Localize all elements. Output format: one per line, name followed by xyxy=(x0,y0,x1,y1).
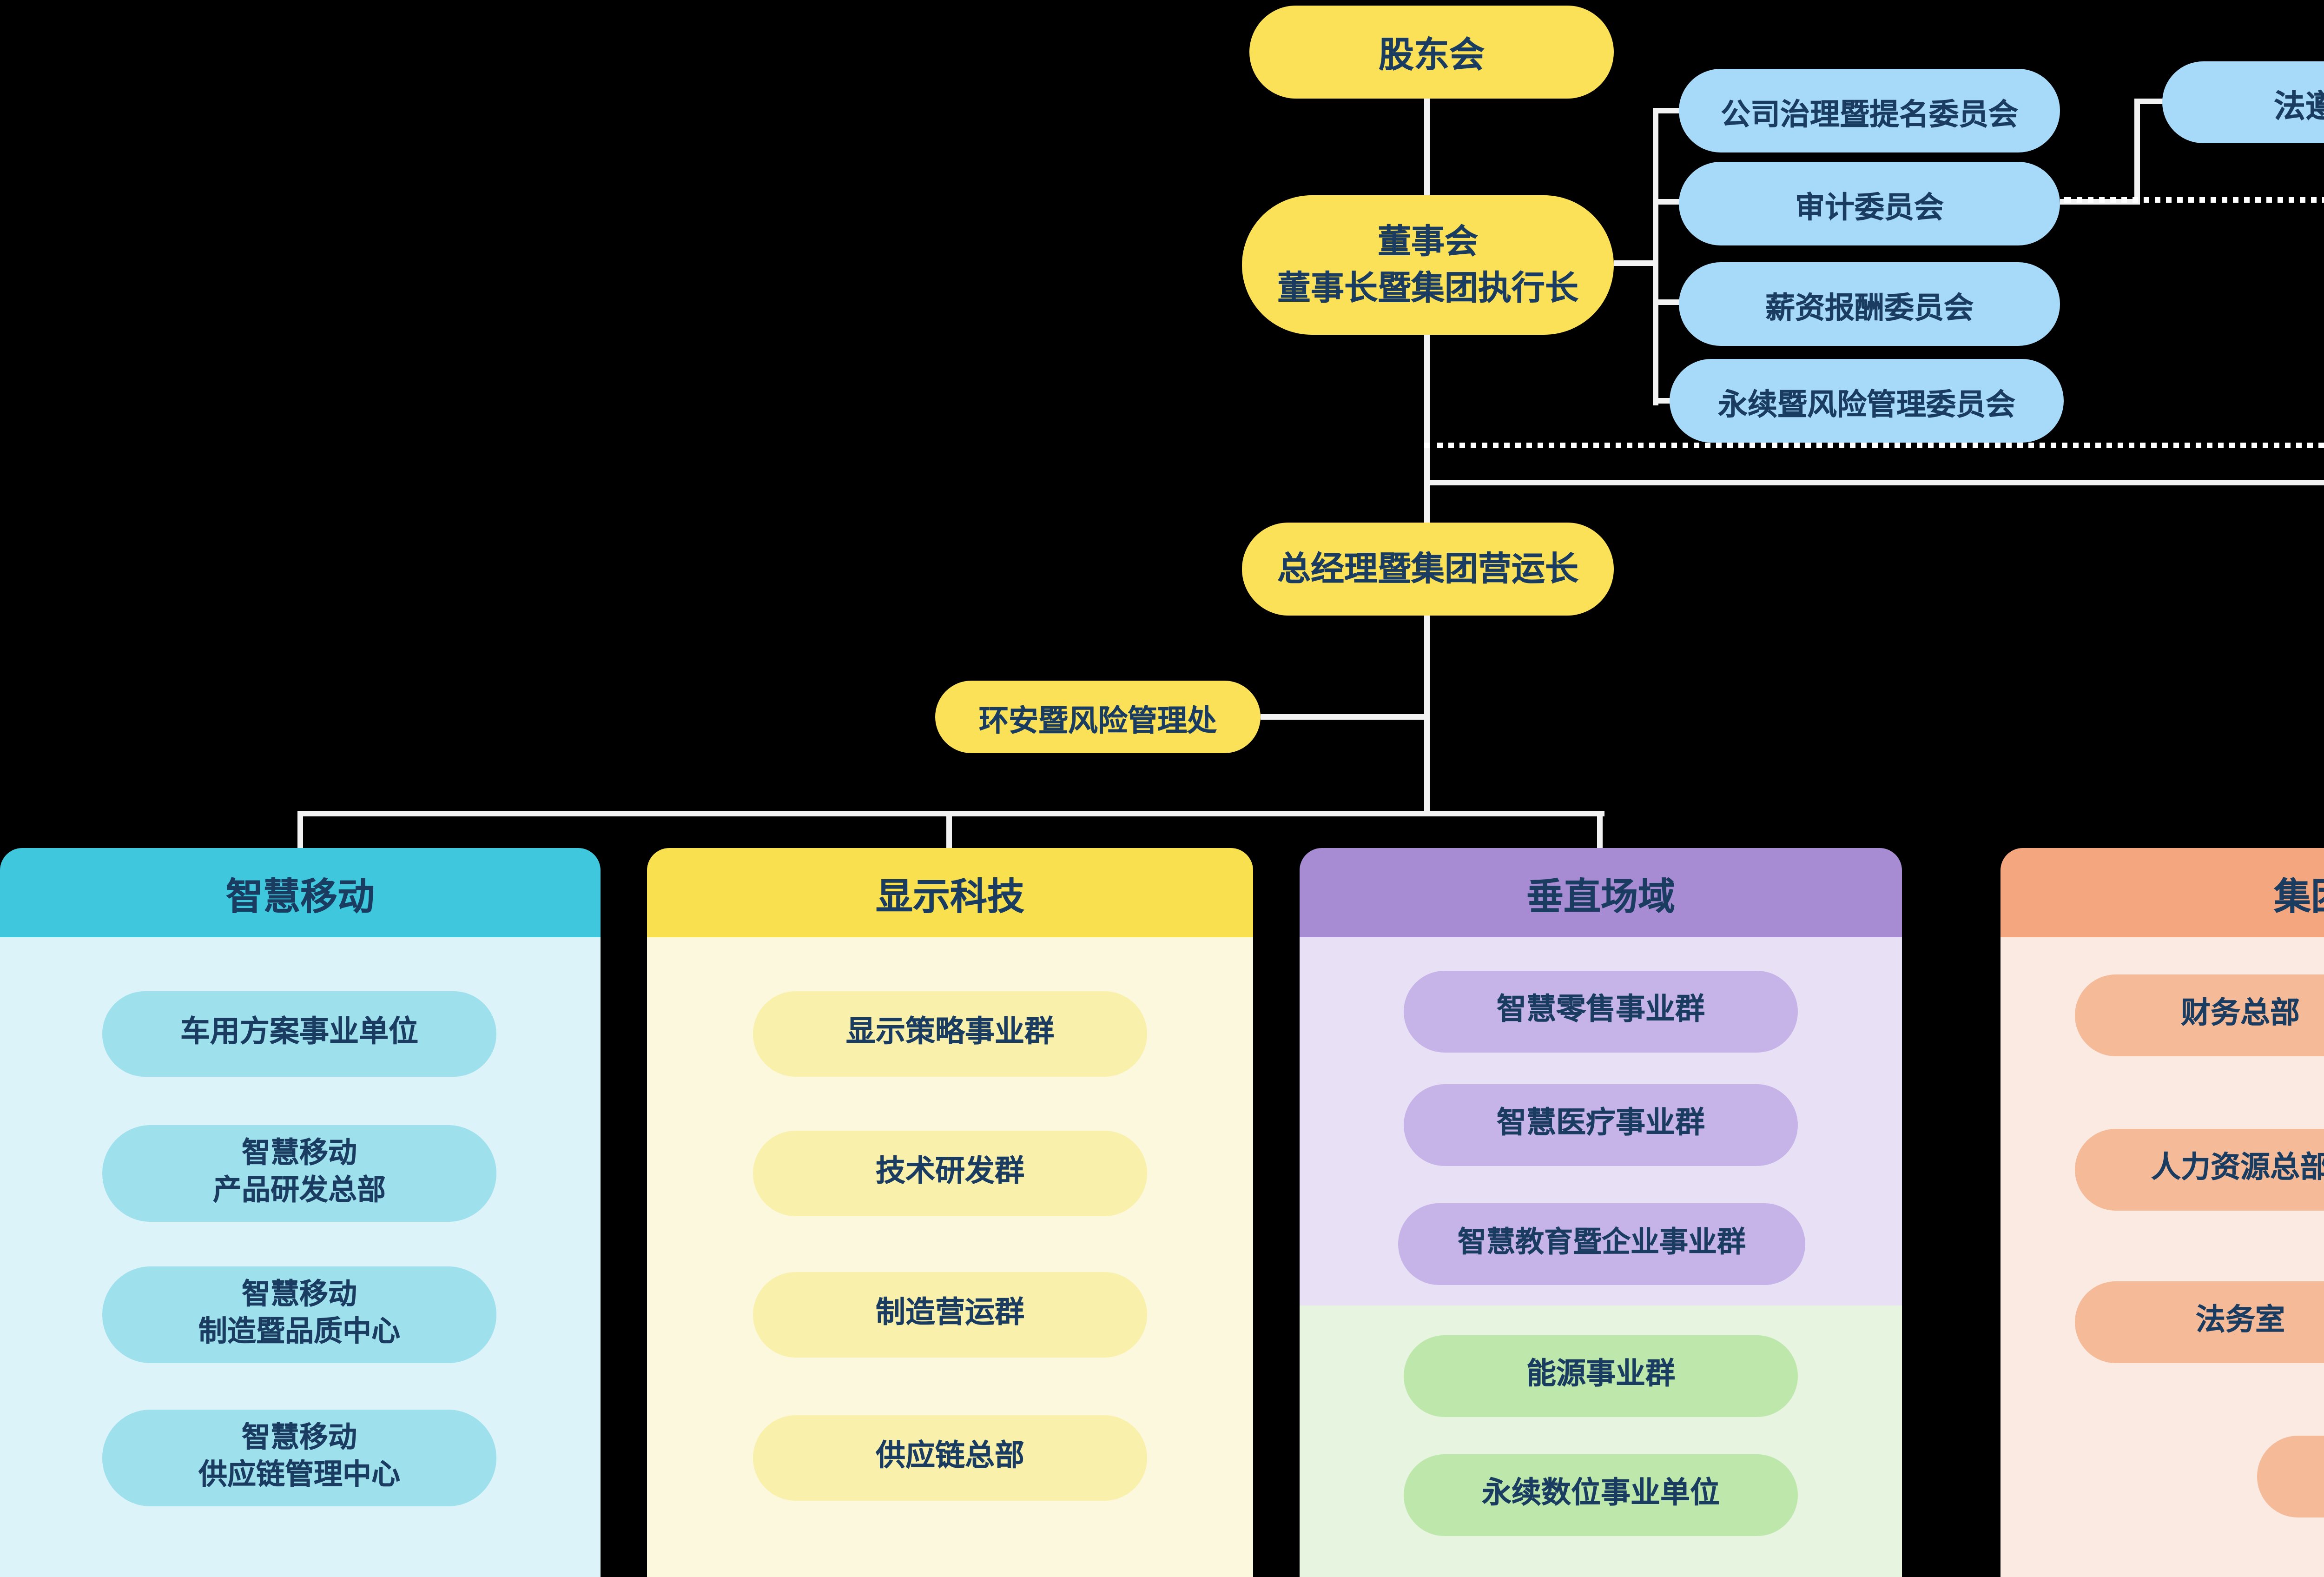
unit-mobility-supply-chain: 智慧移动 供应链管理中心 xyxy=(102,1410,496,1506)
connector-committees-spine xyxy=(1653,108,1658,405)
connector-president-distributor xyxy=(1424,616,1430,813)
panel-vertical-domains-title: 垂直场域 xyxy=(1300,848,1902,937)
connector-compliance-vertical xyxy=(2134,100,2140,205)
node-committee-governance-nomination: 公司治理暨提名委员会 xyxy=(1679,69,2060,152)
panel-display-technology-title: 显示科技 xyxy=(647,848,1253,937)
unit-mobility-product-rd: 智慧移动 产品研发总部 xyxy=(102,1125,496,1222)
connector-shareholders-board xyxy=(1424,99,1430,195)
unit-mobility-manufacturing-quality: 智慧移动 制造暨品质中心 xyxy=(102,1266,496,1363)
node-board-of-directors: 董事会 董事长暨集团执行长 xyxy=(1242,195,1614,335)
panel-vertical-domains: 垂直场域 智慧零售事业群 智慧医疗事业群 智慧教育暨企业事业群 能源事业群 永续… xyxy=(1300,848,1902,1577)
node-committee-compensation: 薪资报酬委员会 xyxy=(1679,262,2060,346)
unit-automotive-solutions: 车用方案事业单位 xyxy=(102,991,496,1077)
node-committee-sustainability-risk: 永续暨风险管理委员会 xyxy=(1670,359,2064,443)
unit-technology-rd-group: 技术研发群 xyxy=(753,1131,1147,1216)
node-shareholders-meeting: 股东会 xyxy=(1249,6,1614,99)
unit-smart-retail-group: 智慧零售事业群 xyxy=(1404,971,1798,1053)
connector-drop-display xyxy=(946,813,952,850)
node-committee-audit: 审计委员会 xyxy=(1679,162,2060,245)
node-ehs-risk-office: 环安暨风险管理处 xyxy=(935,681,1261,753)
connector-ehs-office xyxy=(1261,714,1426,720)
board-line-1: 董事会 xyxy=(1378,223,1478,261)
dotted-audit-top xyxy=(2064,197,2324,203)
connector-drop-mobility xyxy=(297,813,303,850)
panel-group-support-title: 集团营运支援单位 xyxy=(2000,848,2324,937)
connector-committee-3-stub xyxy=(1653,299,1681,305)
unit-display-strategy-group: 显示策略事业群 xyxy=(753,991,1147,1077)
dotted-compliance-horizontal xyxy=(1424,443,2324,448)
node-chief-compliance-advisor: 法遵总顾问 xyxy=(2162,61,2324,143)
panel-smart-mobility-title: 智慧移动 xyxy=(0,848,601,937)
unit-human-resources-hq: 人力资源总部 xyxy=(2075,1129,2324,1211)
unit-energy-group: 能源事业群 xyxy=(1404,1335,1798,1417)
connector-drop-vertical xyxy=(1597,813,1603,850)
connector-committee-1-stub xyxy=(1653,108,1681,113)
unit-manufacturing-operations-group: 制造营运群 xyxy=(753,1272,1147,1358)
panel-display-technology: 显示科技 显示策略事业群 技术研发群 制造营运群 供应链总部 xyxy=(647,848,1253,1577)
unit-smart-medical-group: 智慧医疗事业群 xyxy=(1404,1084,1798,1166)
panel-group-support: 集团营运支援单位 财务总部 数位技术发展总部 人力资源总部 永续发展总部 法务室… xyxy=(2000,848,2324,1577)
connector-board-committees-stub xyxy=(1614,260,1657,266)
unit-finance-hq: 财务总部 xyxy=(2075,974,2324,1056)
unit-legal-office: 法务室 xyxy=(2075,1281,2324,1363)
node-president-coo: 总经理暨集团营运长 xyxy=(1242,523,1614,616)
connector-committee-4-stub xyxy=(1653,398,1673,404)
unit-supply-chain-hq: 供应链总部 xyxy=(753,1415,1147,1501)
board-line-2: 董事长暨集团执行长 xyxy=(1277,269,1578,306)
panel-smart-mobility: 智慧移动 车用方案事业单位 智慧移动 产品研发总部 智慧移动 制造暨品质中心 智… xyxy=(0,848,601,1577)
connector-committee-2-stub xyxy=(1653,199,1681,205)
connector-support-horizontal xyxy=(1424,480,2324,485)
connector-compliance-stub xyxy=(2134,99,2166,104)
unit-audit-management-office: 稽核管理处 xyxy=(2257,1436,2324,1517)
unit-smart-education-enterprise-group: 智慧教育暨企业事业群 xyxy=(1398,1203,1805,1285)
connector-board-president xyxy=(1424,335,1430,523)
unit-sustainable-digital-unit: 永续数位事业单位 xyxy=(1404,1454,1798,1536)
